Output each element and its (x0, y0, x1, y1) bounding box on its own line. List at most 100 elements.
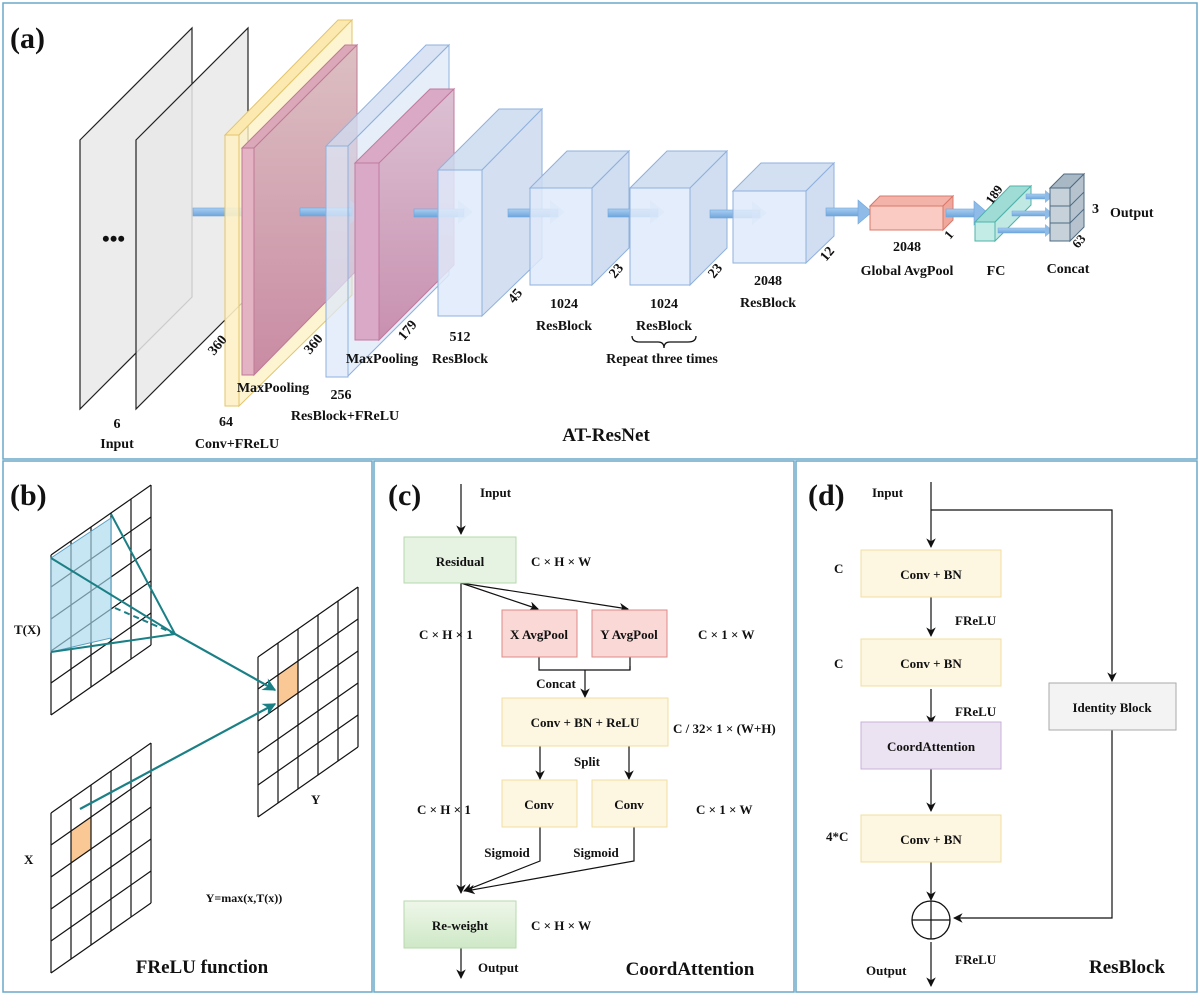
stage5-label: ResBlock (740, 296, 796, 311)
grid-line (257, 746, 359, 818)
input-label: Input (872, 485, 904, 500)
gap-block-front (869, 205, 944, 231)
tx-window (50, 517, 112, 653)
sigmoid-left-arrow (463, 827, 541, 893)
grid-line (50, 902, 152, 974)
highlight-cell (71, 817, 91, 863)
grid-line (257, 618, 359, 690)
flow-arrow (825, 199, 873, 225)
panel-c-border (373, 460, 795, 993)
fc-block-front (974, 221, 996, 242)
conv3-label: Conv + BN (900, 832, 962, 847)
pool2-label: MaxPooling (346, 352, 418, 367)
output-label: Output (1110, 206, 1154, 221)
panel-a-tag: (a) (10, 22, 45, 55)
sigmoid-right-arrow (465, 827, 635, 895)
grid-line (50, 870, 152, 942)
grid-line (50, 742, 152, 814)
grid-line (50, 644, 152, 716)
repeat-brace (631, 335, 697, 349)
coord-attention-label: CoordAttention (887, 739, 976, 754)
x-label: X (24, 852, 34, 867)
grid-line (50, 484, 152, 556)
conv-slab-front (224, 134, 240, 407)
stage3-channels: 1024 (550, 297, 578, 312)
to-xpool-arrow (460, 582, 539, 611)
grid-line (257, 586, 359, 658)
concat-size-a: 3 (1092, 202, 1099, 217)
y-avgpool-box (591, 609, 668, 658)
input-channels: 6 (114, 417, 121, 432)
pool2-slab-front (354, 162, 380, 341)
conv-right-label: Conv (614, 797, 644, 812)
reweight-box (403, 900, 517, 949)
stage1-label: ResBlock+FReLU (291, 409, 399, 424)
x-avgpool-box (501, 609, 578, 658)
y-avgpool-label: Y AvgPool (600, 627, 658, 642)
conv-left-box (501, 779, 578, 828)
stage4-block-front (629, 187, 691, 286)
residual-box (403, 536, 517, 584)
grid-line (50, 612, 152, 684)
coord-attention-box (860, 721, 1002, 770)
grid-line (50, 806, 152, 878)
pool1-slab-front (241, 147, 255, 376)
frelu2-label: FReLU (955, 704, 997, 719)
y-label: Y (311, 792, 321, 807)
y-grid (257, 586, 359, 818)
sigmoid-right-label: Sigmoid (573, 845, 619, 860)
panel-a: (a) ••• (10, 18, 1154, 452)
gap-size: 1 (941, 227, 957, 242)
stage4-channels: 1024 (650, 297, 678, 312)
panel-b-title: FReLU function (136, 957, 269, 978)
stage5-channels: 2048 (754, 274, 782, 289)
dim-chw-top: C × H × W (531, 554, 591, 569)
panel-d: (d) Conv + BN Conv + BN CoordAttention C… (808, 479, 1177, 987)
dim-ch1-a: C × H × 1 (419, 627, 473, 642)
fc-split-arrows (997, 190, 1053, 237)
tx-to-y-arrow (174, 633, 277, 691)
conv-left-label: Conv (524, 797, 554, 812)
conv3-box (860, 814, 1002, 863)
conv-bn-relu-label: Conv + BN + ReLU (531, 715, 640, 730)
panel-c-title: CoordAttention (626, 959, 755, 980)
stage5-block-front (732, 190, 807, 264)
panel-c-tag: (c) (388, 479, 421, 512)
xpool-concat-line (538, 657, 631, 671)
input-ellipsis: ••• (102, 226, 125, 251)
to-ypool-arrow (460, 582, 629, 613)
output-label: Output (478, 960, 519, 975)
stage1-channels: 256 (331, 388, 352, 403)
fc-label: FC (987, 264, 1006, 279)
stage2-block-front (437, 169, 483, 317)
tx-label: T(X) (14, 622, 41, 637)
panel-d-title: ResBlock (1089, 957, 1165, 978)
conv-right-box (591, 779, 668, 828)
grid-line (257, 714, 359, 786)
gap-block-top (868, 195, 955, 207)
grid-line (50, 838, 152, 910)
c2-label: C (834, 656, 843, 671)
grid-line (257, 682, 359, 754)
grid-line (50, 774, 152, 846)
stage2-label: ResBlock (432, 352, 488, 367)
highlight-cell (278, 661, 298, 707)
panel-c: (c) Residual X AvgPool Y AvgPool Concat … (388, 479, 776, 980)
x-grid (50, 742, 152, 974)
input-label: Input (480, 485, 512, 500)
conv2-box (860, 638, 1002, 687)
panel-b-border (2, 460, 373, 993)
identity-block-box (1048, 682, 1177, 731)
frelu1-label: FReLU (955, 613, 997, 628)
input-label: Input (100, 437, 134, 452)
stage3-label: ResBlock (536, 319, 592, 334)
identity-to-sum-arrow (953, 729, 1113, 923)
c3-label: 4*C (826, 829, 848, 844)
stage4-label: ResBlock (636, 319, 692, 334)
sigmoid-left-label: Sigmoid (484, 845, 530, 860)
c1-label: C (834, 561, 843, 576)
panel-a-border (2, 2, 1198, 460)
pool1-label: MaxPooling (237, 381, 309, 396)
concat-label: Concat (1047, 262, 1090, 277)
conv1-label: Conv + BN (900, 567, 962, 582)
